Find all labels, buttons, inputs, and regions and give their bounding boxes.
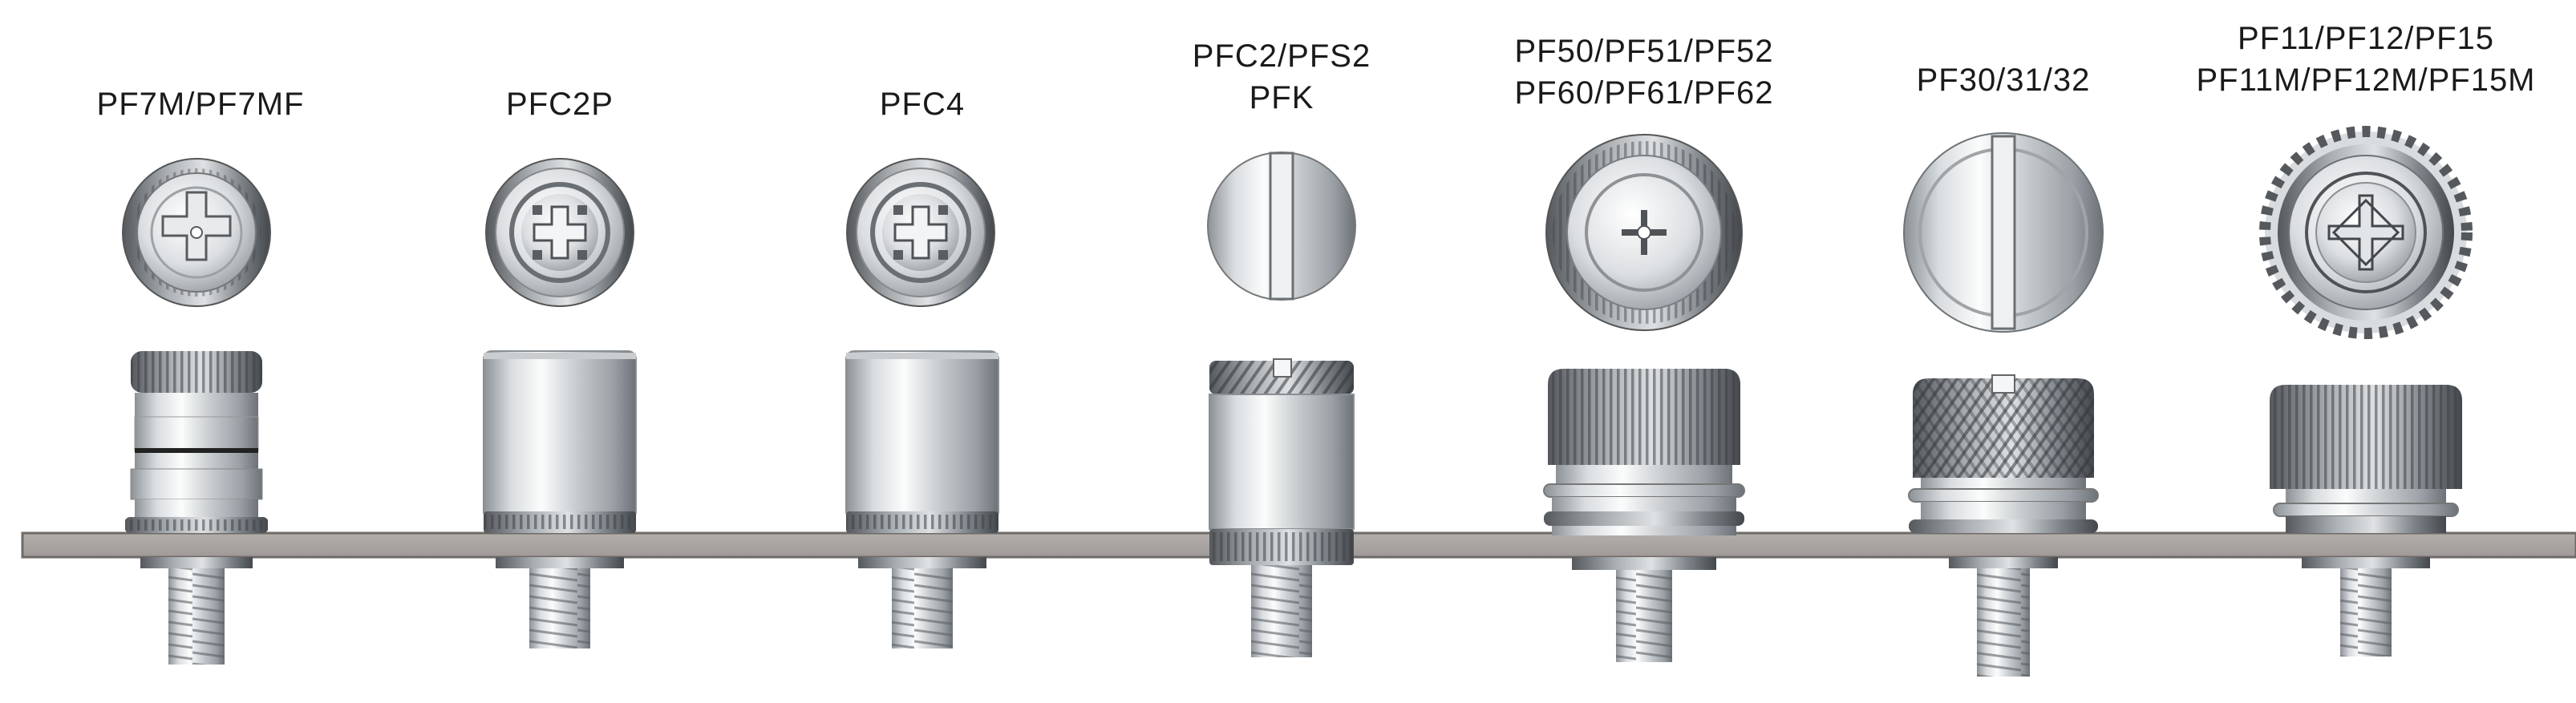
fastener-pfc2p (483, 158, 637, 648)
label-pfc2p: PFC2P (335, 83, 784, 125)
fastener-pf50 (1543, 134, 1745, 662)
label-pf50: PF50/PF51/PF52 PF60/PF61/PF62 (1420, 30, 1869, 114)
label-line: PFC2P (506, 87, 614, 122)
label-line: PF30/31/32 (1916, 63, 2091, 98)
label-line: PF7M/PF7MF (96, 87, 305, 122)
cross-recess-icon (2327, 194, 2404, 271)
top-view-pfc2 (1207, 152, 1356, 301)
top-view-pf7m (122, 158, 271, 307)
slot-icon (1269, 152, 1294, 301)
label-line: PFC4 (879, 87, 966, 122)
label-line: PFC2/PFS2 (1192, 38, 1371, 74)
side-view-pf30 (1908, 374, 2099, 677)
label-pfc4: PFC4 (698, 83, 1147, 125)
label-pf11: PF11/PF12/PF15 PF11M/PF12M/PF15M (2141, 18, 2576, 101)
label-line: PF11M/PF12M/PF15M (2196, 63, 2536, 98)
label-pf7m: PF7M/PF7MF (0, 83, 425, 125)
top-view-pfc2p (485, 158, 634, 307)
fastener-pf30 (1903, 132, 2104, 677)
cross-recess-icon (533, 205, 587, 260)
label-line: PF11/PF12/PF15 (2237, 21, 2495, 56)
side-view-pfc2 (1209, 358, 1355, 657)
label-line: PF60/PF61/PF62 (1514, 75, 1774, 111)
cross-recess-icon (893, 205, 948, 260)
side-view-pfc4 (845, 350, 999, 648)
label-line: PF50/PF51/PF52 (1514, 34, 1774, 69)
side-view-pf50 (1543, 369, 1745, 662)
side-view-pf7m (125, 351, 268, 665)
slot-icon (1991, 135, 2016, 330)
side-view-pfc2p (483, 350, 637, 648)
top-view-pfc4 (846, 158, 995, 307)
fastener-pf11 (2259, 126, 2473, 657)
fastener-pfc4 (845, 158, 999, 648)
fastener-pf7m (122, 158, 271, 665)
top-view-pf30 (1903, 132, 2104, 333)
label-pf30: PF30/31/32 (1779, 59, 2228, 101)
label-pfc2: PFC2/PFS2 PFK (1057, 35, 1506, 119)
side-view-pf11 (2270, 385, 2462, 657)
label-line: PFK (1249, 80, 1314, 115)
top-view-pf50 (1545, 134, 1743, 331)
top-view-pf11 (2259, 126, 2473, 339)
fastener-pfc2 (1207, 152, 1356, 657)
